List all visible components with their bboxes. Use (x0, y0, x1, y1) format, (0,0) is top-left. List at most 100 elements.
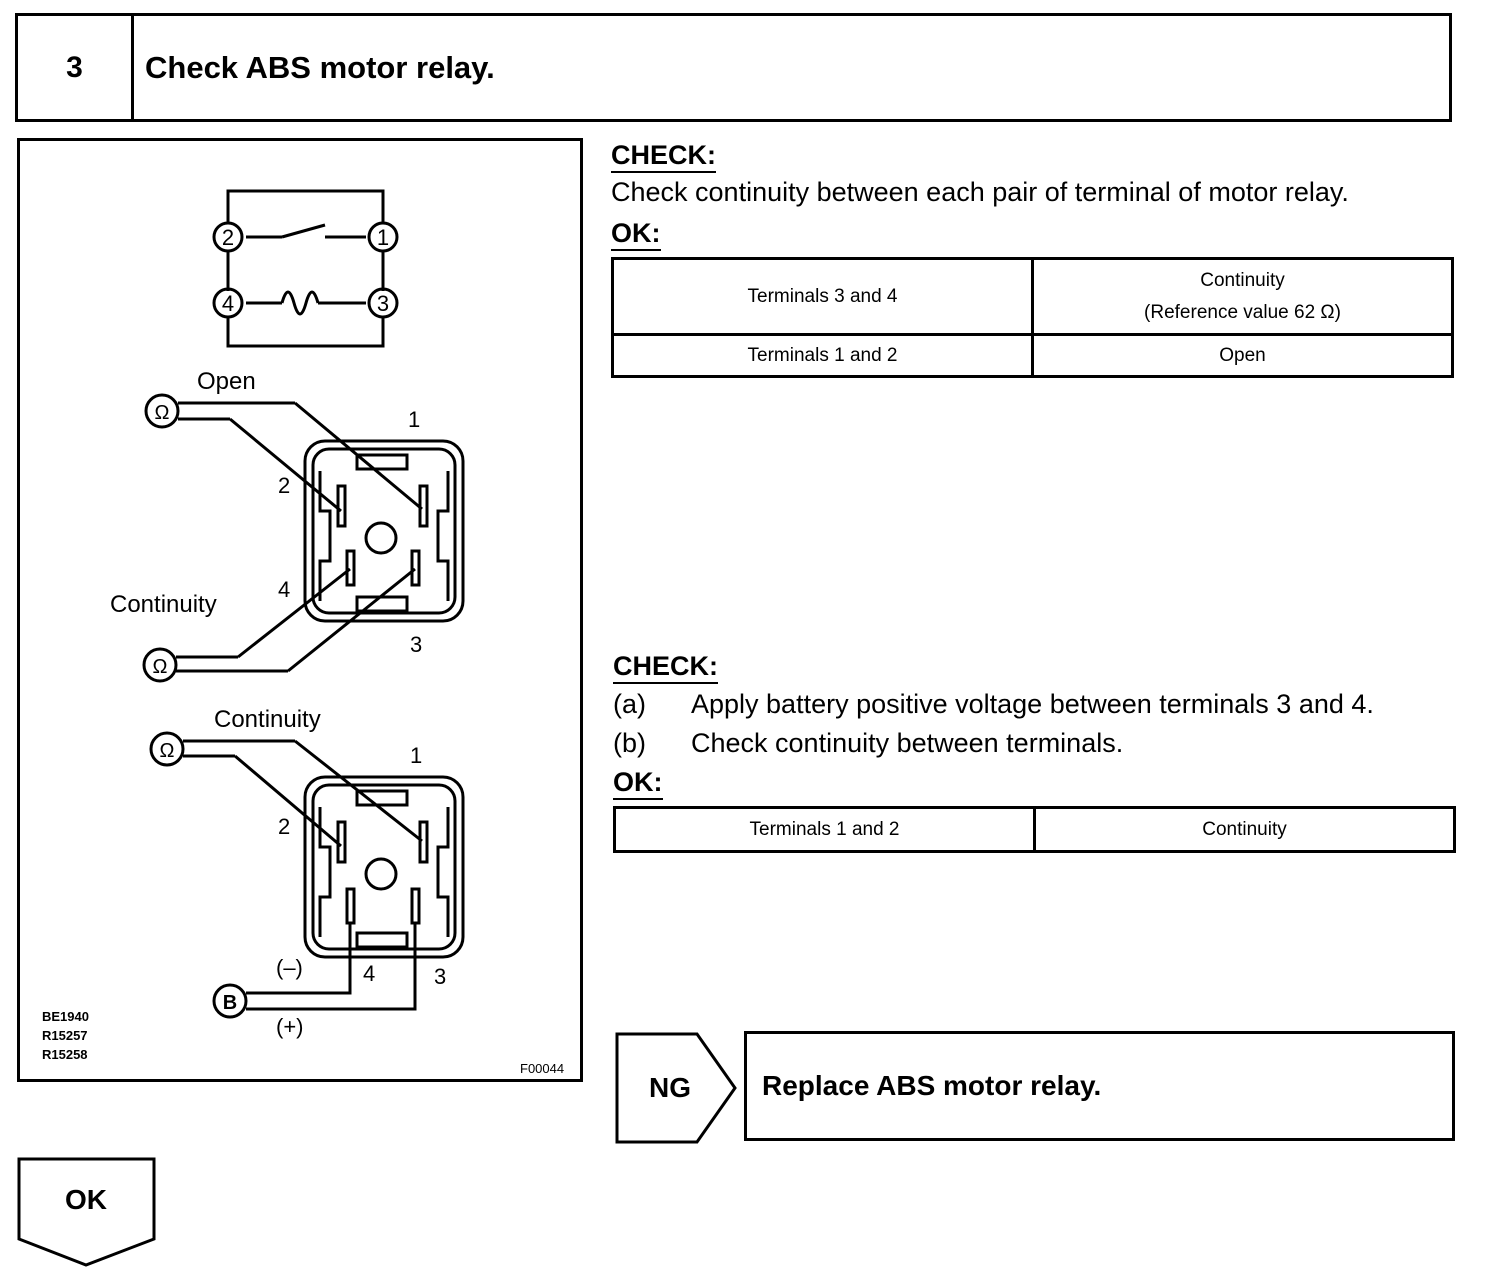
table-cell-result: Continuity (Reference value 62 Ω) (1031, 257, 1454, 336)
check1-spec-table: Terminals 3 and 4 Continuity (Reference … (611, 257, 1454, 378)
relay-1-pin-3 (410, 549, 421, 587)
relay-2-label-1: 1 (410, 743, 422, 768)
relay-figure: 2 1 4 3 Ω Ω Ω B Open Continuity Continui… (17, 138, 583, 1082)
relay-2-label-4: 4 (363, 961, 375, 986)
ref-code-3: R15258 (42, 1047, 88, 1062)
relay-2-pin-1 (418, 820, 429, 864)
continuity-label-2: Continuity (214, 706, 321, 733)
check1-ok: OK: (611, 218, 661, 251)
relay-inner-2 (311, 783, 457, 951)
relay-coil (280, 290, 320, 316)
ng-label: NG (649, 1072, 691, 1103)
schematic-terminal-4 (212, 287, 244, 319)
check1-ok-heading: OK: (611, 218, 661, 251)
open-label: Open (197, 368, 256, 395)
open-lead-b2 (229, 417, 342, 513)
schematic-label-2: 2 (222, 225, 234, 250)
schematic-terminal-3 (367, 287, 399, 319)
relay-1-outline (318, 471, 450, 601)
schematic-label-1: 1 (377, 225, 389, 250)
relay-diagram: 2 1 4 3 Ω Ω Ω B Open Continuity Continui… (42, 189, 564, 1076)
table-cell-result: Open (1031, 333, 1454, 378)
table-row: Terminals 1 and 2 Continuity (613, 806, 1456, 853)
continuity-label-1: Continuity (110, 591, 217, 618)
battery-negative-lead (246, 923, 352, 995)
result-line: Continuity (1200, 269, 1285, 291)
table-cell-terminals: Terminals 3 and 4 (611, 257, 1034, 336)
table-row: Terminals 3 and 4 Continuity (Reference … (611, 257, 1454, 336)
cont2-lead-b2 (234, 754, 342, 848)
result-line: (Reference value 62 Ω) (1144, 301, 1341, 323)
schematic-terminal-1 (367, 221, 399, 253)
relay-2-top-slot (355, 789, 409, 807)
relay-2-pin-4 (345, 887, 356, 925)
relay-2-label-2: 2 (278, 814, 290, 839)
ref-code-2: R15257 (42, 1028, 88, 1043)
negative-label: (–) (276, 955, 303, 980)
relay-inner-1 (311, 447, 457, 615)
ng-arrow-shape (615, 1032, 737, 1144)
cont2-lead-a2 (294, 739, 423, 843)
step-title: Check ABS motor relay. (145, 49, 495, 85)
relay-1-label-2: 2 (278, 473, 290, 498)
ok-label: OK (65, 1184, 107, 1215)
relay-2-hub (364, 857, 398, 891)
check1-heading: CHECK: (611, 140, 716, 173)
check1-block: CHECK: (611, 140, 716, 173)
ohm-probe-continuity-1 (142, 647, 178, 683)
check2-step-a-text: Apply battery positive voltage between t… (691, 689, 1374, 719)
relay-body-1 (303, 439, 465, 623)
ohm-probe-continuity-2 (149, 731, 185, 767)
check2-block: CHECK: (613, 651, 718, 684)
relay-1-pin-4 (345, 549, 356, 587)
relay-body-2 (303, 775, 465, 959)
step-header: 3 Check ABS motor relay. (15, 13, 1452, 122)
relay-1-label-3: 3 (410, 632, 422, 657)
schematic-top-wire (226, 189, 385, 224)
battery-symbol: B (223, 992, 237, 1014)
check2-ok-heading: OK: (613, 767, 663, 800)
positive-label: (+) (276, 1014, 304, 1039)
check2-step-b-marker: (b) (613, 728, 646, 758)
ok-arrow-shape (17, 1157, 156, 1267)
relay-1-pin-1 (418, 484, 429, 528)
ohm-symbol-1: Ω (155, 402, 170, 424)
relay-1-label-4: 4 (278, 577, 290, 602)
table-cell-terminals: Terminals 1 and 2 (613, 806, 1036, 853)
check2-step-b-text: Check continuity between terminals. (691, 728, 1124, 758)
check2-spec-table: Terminals 1 and 2 Continuity (613, 806, 1456, 853)
schematic-label-3: 3 (377, 291, 389, 316)
schematic-terminal-2 (212, 221, 244, 253)
relay-1-hub (364, 521, 398, 555)
figure-code: F00044 (520, 1061, 564, 1076)
ng-action-box: Replace ABS motor relay. (744, 1031, 1455, 1141)
relay-1-pin-2 (336, 484, 347, 528)
table-cell-terminals: Terminals 1 and 2 (611, 333, 1034, 378)
table-cell-result: Continuity (1033, 806, 1456, 853)
battery-positive-lead (246, 923, 417, 1011)
relay-2-pin-3 (410, 887, 421, 925)
schematic-label-4: 4 (222, 291, 234, 316)
schematic-bottom-wire (226, 317, 385, 348)
battery-source (212, 983, 248, 1019)
relay-1-top-slot (355, 453, 409, 471)
ref-code-1: BE1940 (42, 1009, 89, 1024)
relay-2-label-3: 3 (434, 964, 446, 989)
relay-2-bottom-slot (355, 931, 409, 949)
ohm-symbol-3: Ω (160, 740, 175, 762)
check1-text: Check continuity between each pair of te… (611, 177, 1349, 207)
ohm-probe-open (144, 393, 180, 429)
step-number: 3 (18, 16, 134, 119)
check2-heading: CHECK: (613, 651, 718, 684)
relay-2-outline (318, 807, 450, 937)
check2-ok: OK: (613, 767, 663, 800)
table-row: Terminals 1 and 2 Open (611, 333, 1454, 378)
relay-1-label-1: 1 (408, 407, 420, 432)
check2-step-a-marker: (a) (613, 689, 646, 719)
cont-lead-a2 (237, 567, 351, 659)
ohm-symbol-2: Ω (153, 656, 168, 678)
open-lead-a2 (294, 401, 423, 511)
ng-action-text: Replace ABS motor relay. (762, 1070, 1102, 1101)
cont-lead-b2 (287, 567, 416, 673)
relay-2-pin-2 (336, 820, 347, 864)
